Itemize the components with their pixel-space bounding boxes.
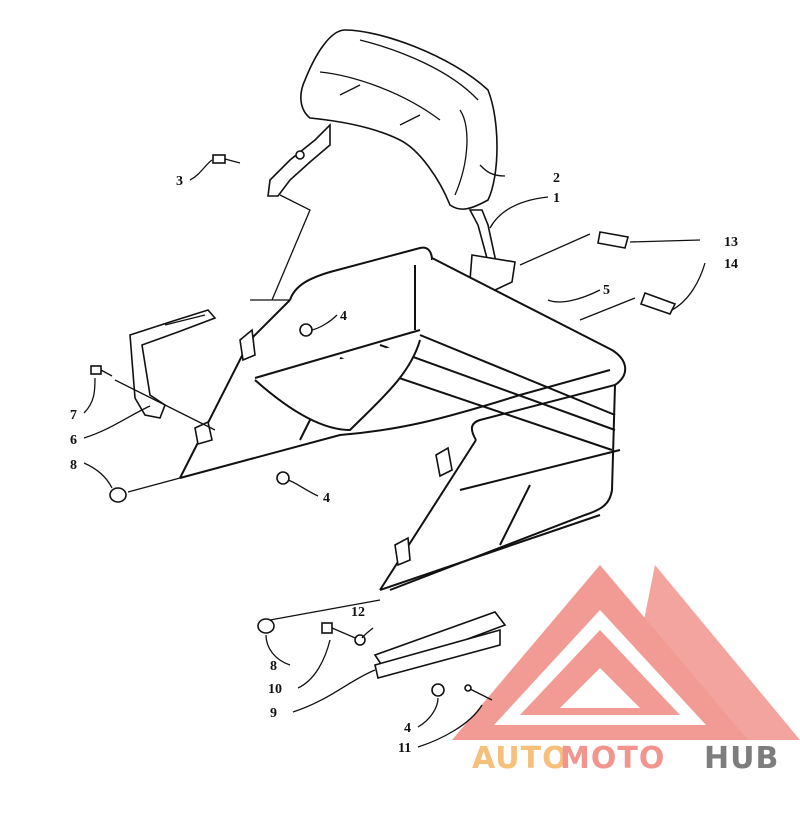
reflector-13 <box>597 231 630 249</box>
backrest-pad <box>300 29 498 210</box>
callout-4a: 4 <box>340 309 347 324</box>
watermark-logo-icon <box>452 565 800 740</box>
watermark-auto: AUTO <box>472 741 569 776</box>
cap-8b <box>257 618 275 634</box>
callout-10: 10 <box>268 682 282 697</box>
callout-4b: 4 <box>323 491 330 506</box>
grab-handle <box>129 309 217 419</box>
callout-11: 11 <box>398 741 411 756</box>
watermark-text: AUTO MOTO HUB <box>472 741 779 776</box>
callout-14: 14 <box>724 257 738 272</box>
callout-5: 5 <box>603 283 610 298</box>
rack-frame <box>179 246 627 591</box>
callout-2: 2 <box>553 171 560 186</box>
leader-lines <box>83 159 706 748</box>
callout-9: 9 <box>270 706 277 721</box>
nut-4a <box>299 323 313 337</box>
callout-7: 7 <box>70 408 77 423</box>
screw-7 <box>90 365 113 377</box>
nut-4b <box>276 471 290 485</box>
callout-12: 12 <box>351 605 365 620</box>
callout-3: 3 <box>176 174 183 189</box>
callout-1: 1 <box>553 191 560 206</box>
cap-8a <box>109 487 127 503</box>
callout-13: 13 <box>724 235 738 250</box>
callout-8a: 8 <box>70 458 77 473</box>
watermark-moto: MOTO <box>560 741 665 776</box>
nut-4c <box>431 683 445 697</box>
callout-8b: 8 <box>270 659 277 674</box>
mounting-plate <box>373 611 507 679</box>
bolt-10 <box>321 622 361 641</box>
callout-6: 6 <box>70 433 77 448</box>
callout-4c: 4 <box>404 721 411 736</box>
cap-screw-3 <box>212 154 241 164</box>
backrest-bracket-left <box>267 123 331 197</box>
watermark-hub: HUB <box>704 741 779 776</box>
reflector-14 <box>639 291 677 315</box>
pin-11 <box>464 684 493 701</box>
